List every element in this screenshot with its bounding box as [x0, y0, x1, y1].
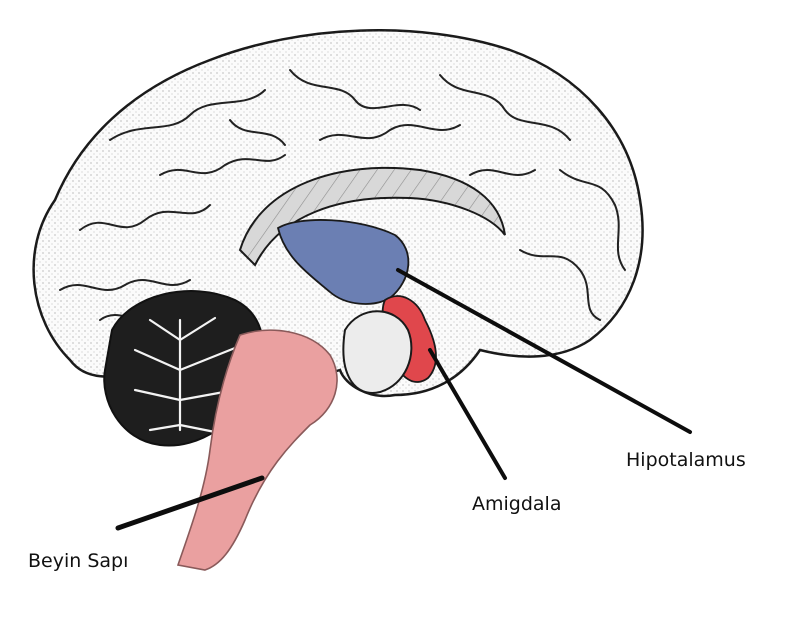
amygdala-leader-line: [428, 348, 507, 480]
brainstem-label: Beyin Sapı: [28, 550, 129, 572]
temporal-lobe: [342, 310, 413, 394]
brainstem-leader-line: [115, 475, 265, 531]
hypothalamus-label: Hipotalamus: [626, 449, 746, 471]
brainstem-region: [176, 329, 338, 571]
hypothalamus-region: [276, 219, 410, 305]
gyri-lines: [59, 69, 626, 321]
amygdala-label: Amigdala: [472, 493, 562, 515]
hypothalamus-leader-line: [396, 268, 692, 434]
